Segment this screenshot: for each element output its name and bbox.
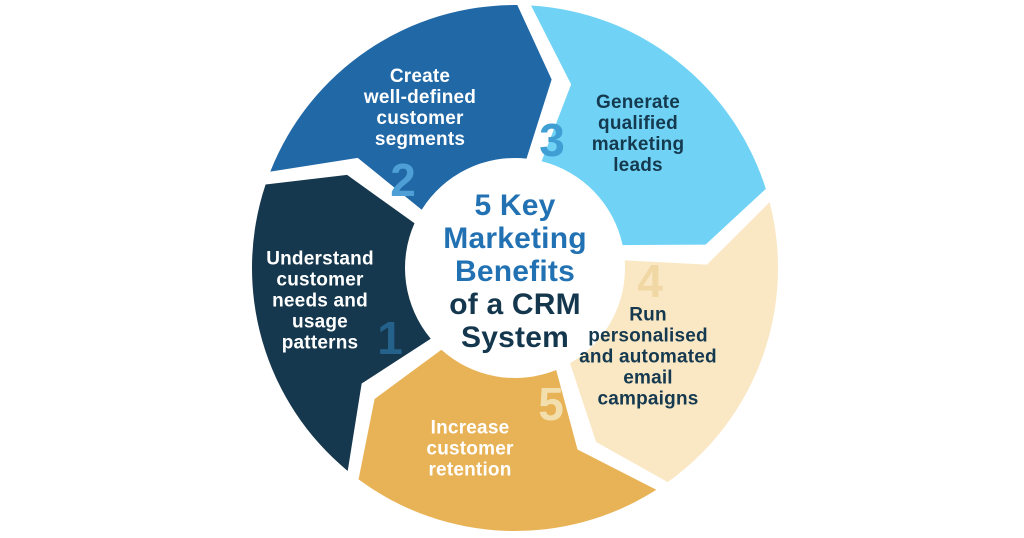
segment-4-number: 4 [637,255,663,307]
segment-3-shape [531,5,766,246]
segment-2-shape [270,4,552,210]
segment-1-shape [251,174,431,471]
segment-2-number: 2 [390,154,416,206]
segment-4-shape [570,202,778,483]
segment-5-number: 5 [538,378,564,430]
segment-3-number: 3 [539,114,565,166]
segment-5-shape [358,349,657,531]
segment-1-number: 1 [377,312,403,364]
